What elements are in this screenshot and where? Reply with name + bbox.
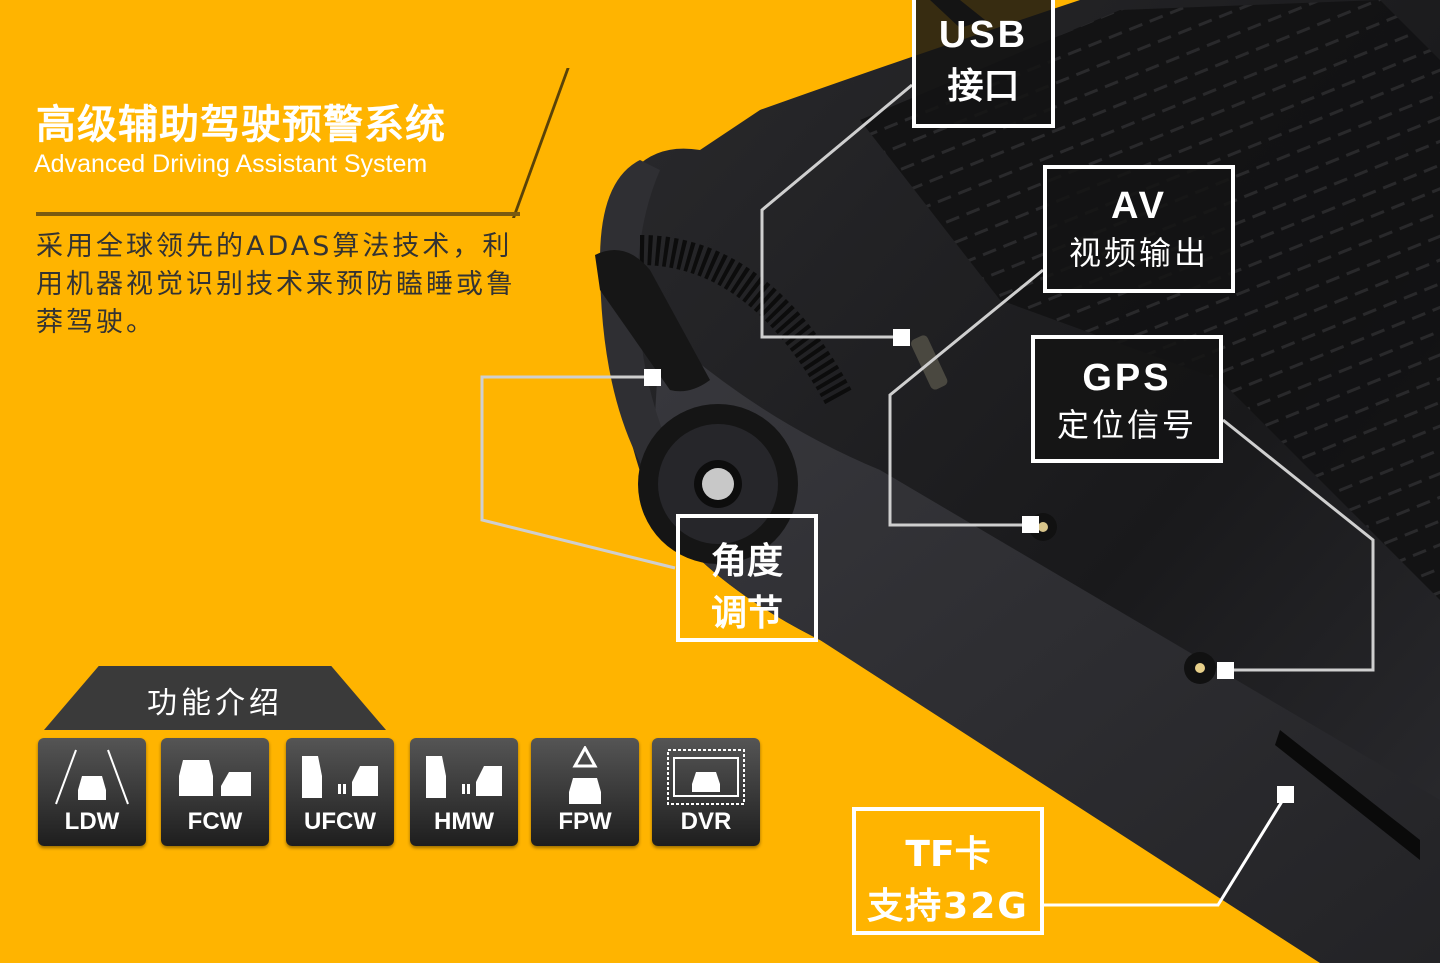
title-divider [36,212,520,216]
callout-av: AV 视频输出 [1043,165,1235,293]
feature-fpw: FPW [531,738,639,846]
feature-label: HMW [434,808,494,835]
page-title: 高级辅助驾驶预警系统 [36,102,446,148]
av-marker [1022,516,1039,533]
callout-tf-subtitle: 支持32G [867,886,1029,927]
feature-ufcw: UFCW [286,738,394,846]
feature-label: UFCW [304,808,376,835]
feature-dvr: DVR [652,738,760,846]
callout-angle: 角度 调节 [676,514,818,642]
feature-label: LDW [64,808,120,835]
feature-label: FPW [558,808,612,835]
callout-av-subtitle: 视频输出 [1068,234,1209,272]
page-subtitle: Advanced Driving Assistant System [34,150,428,178]
feature-fcw: FCW [161,738,269,846]
callout-tf: TF卡 支持32G [852,807,1044,935]
gps-marker [1217,662,1234,679]
forward-collision-icon [179,760,251,796]
feature-ldw: LDW [38,738,146,846]
feature-label: DVR [680,808,732,835]
headway-monitoring-icon [426,756,502,798]
callout-usb-subtitle: 接口 [947,66,1020,107]
usb-marker [893,329,910,346]
tf-marker [1277,786,1294,803]
feature-label: FCW [187,808,243,835]
callout-usb: USB 接口 [912,0,1055,128]
pedestrian-warning-icon [569,746,601,804]
angle-marker [644,369,661,386]
video-recorder-icon [667,749,745,805]
features-heading-label: 功能介绍 [147,686,283,721]
feature-hmw: HMW [410,738,518,846]
callout-tf-title: TF卡 [905,834,991,875]
callout-angle-subtitle: 调节 [710,593,783,634]
callout-angle-title: 角度 [710,541,783,582]
callout-av-title: AV [1111,185,1167,227]
callout-gps-title: GPS [1082,357,1172,399]
callout-gps-subtitle: 定位信号 [1056,406,1197,444]
description-text: 采用全球领先的ADAS算法技术，利用机器视觉识别技术来预防瞌睡或鲁莽驾驶。 [36,231,516,338]
lane-departure-icon [55,749,129,805]
callout-gps: GPS 定位信号 [1031,335,1223,463]
urban-forward-collision-icon [302,756,378,798]
callout-usb-title: USB [938,14,1029,56]
features-heading: 功能介绍 [44,666,386,730]
